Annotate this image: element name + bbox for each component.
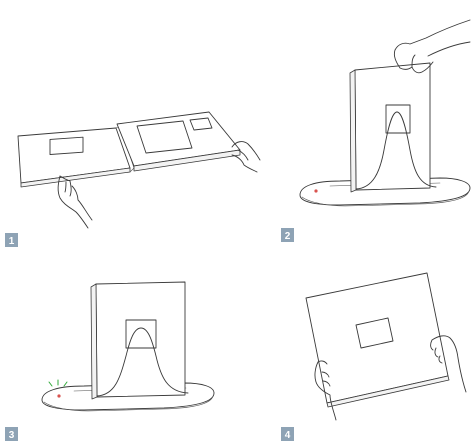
frame-screen (137, 121, 192, 153)
step-1-badge: 1 (5, 233, 18, 247)
step-4-illustration (306, 273, 466, 420)
back-panel-cutout (50, 137, 83, 154)
step-3-badge: 3 (5, 427, 18, 441)
step-4-number: 4 (285, 430, 291, 441)
step-1-illustration (18, 112, 260, 228)
stand-led (314, 189, 317, 192)
step-2-badge: 2 (281, 228, 294, 242)
stand-led (57, 394, 60, 397)
left-hand (58, 176, 92, 228)
step-2-illustration (300, 20, 470, 206)
back-panel-cutout (126, 320, 156, 348)
led-glow-icon (49, 380, 67, 386)
step-1-number: 1 (9, 236, 15, 247)
step-3-illustration (42, 282, 214, 411)
back-panel-cutout (386, 105, 410, 133)
frame-back-panel (18, 128, 130, 183)
step-4-badge: 4 (281, 427, 294, 441)
step-3-number: 3 (9, 430, 15, 441)
step-2-number: 2 (285, 231, 291, 242)
